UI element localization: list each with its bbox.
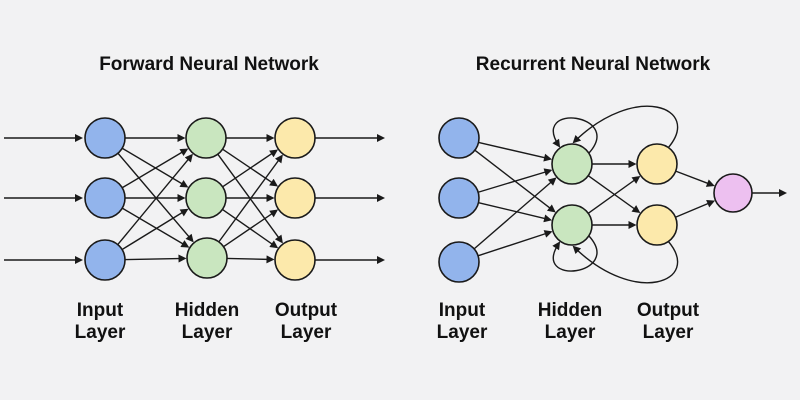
layer-label-line: Layer bbox=[280, 322, 332, 343]
node-rnn-ri3 bbox=[438, 241, 480, 283]
edge-rh1-ro2 bbox=[587, 175, 641, 214]
edge-ri2-rh1 bbox=[477, 168, 553, 193]
layer-label-line: Layer bbox=[436, 322, 488, 343]
node-fnn-o3 bbox=[274, 239, 316, 281]
layer-label-line: Output bbox=[274, 300, 338, 321]
edge-ri3-rh2 bbox=[477, 230, 553, 257]
node-rnn-ro1 bbox=[636, 143, 678, 185]
layer-label-line: Layer bbox=[642, 322, 694, 343]
edge-ro2-rc bbox=[675, 199, 716, 218]
edge-i2-h1 bbox=[121, 148, 189, 189]
edge-i3-h2 bbox=[121, 208, 189, 251]
edge-ri3-rh1 bbox=[473, 177, 557, 250]
layer-label-line: Input bbox=[76, 300, 124, 321]
node-rnn-rc bbox=[713, 173, 753, 213]
layer-label-line: Hidden bbox=[537, 300, 603, 321]
edge-h1-o2 bbox=[222, 148, 279, 187]
node-fnn-i2 bbox=[84, 177, 126, 219]
layer-label-line: Input bbox=[438, 300, 486, 321]
node-fnn-h2 bbox=[185, 177, 227, 219]
output-2-to-hidden-2-feedback bbox=[572, 240, 679, 284]
node-fnn-i1 bbox=[84, 117, 126, 159]
node-fnn-o1 bbox=[274, 117, 316, 159]
edge-h3-o1 bbox=[218, 154, 283, 243]
edge-i3-h3 bbox=[124, 254, 187, 263]
edge-i2-h3 bbox=[121, 207, 190, 248]
rnn-hidden-layer-label: Hidden Layer bbox=[538, 300, 602, 344]
edge-rh2-ro1 bbox=[587, 175, 641, 214]
edge-i3-h1 bbox=[117, 153, 193, 246]
rnn-title: Recurrent Neural Network bbox=[475, 54, 711, 75]
node-fnn-o2 bbox=[274, 177, 316, 219]
edge-i1-h3 bbox=[117, 152, 194, 243]
node-fnn-h3 bbox=[186, 237, 228, 279]
node-rnn-ro2 bbox=[636, 204, 678, 246]
layer-label-line: Layer bbox=[544, 322, 596, 343]
layer-label-line: Output bbox=[636, 300, 700, 321]
node-rnn-ri2 bbox=[438, 177, 480, 219]
fnn-input-layer-label: Input Layer bbox=[75, 300, 126, 344]
layer-label-line: Hidden bbox=[174, 300, 240, 321]
node-fnn-h1 bbox=[185, 117, 227, 159]
edge-h2-o1 bbox=[222, 149, 279, 188]
edge-ro1-rc bbox=[675, 170, 715, 187]
node-fnn-i3 bbox=[84, 239, 126, 281]
node-rnn-ri1 bbox=[438, 117, 480, 159]
layer-label-line: Layer bbox=[181, 322, 233, 343]
rnn-input-layer-label: Input Layer bbox=[437, 300, 488, 344]
node-rnn-rh2 bbox=[551, 204, 593, 246]
fnn-hidden-layer-label: Hidden Layer bbox=[175, 300, 239, 344]
hidden-1-self-loop bbox=[552, 117, 598, 154]
output-1-to-hidden-1-feedback bbox=[572, 105, 679, 149]
node-rnn-rh1 bbox=[551, 143, 593, 185]
edge-h3-o3 bbox=[226, 255, 275, 264]
edge-h3-o2 bbox=[223, 209, 279, 248]
rnn-output-layer-label: Output Layer bbox=[637, 300, 699, 344]
layer-label-line: Layer bbox=[74, 322, 126, 343]
fnn-output-layer-label: Output Layer bbox=[275, 300, 337, 344]
edge-i1-h2 bbox=[121, 147, 189, 188]
hidden-2-self-loop bbox=[552, 235, 598, 272]
fnn-title: Forward Neural Network bbox=[99, 54, 319, 75]
edge-ri1-rh1 bbox=[478, 141, 553, 162]
edge-ri2-rh2 bbox=[478, 201, 553, 223]
